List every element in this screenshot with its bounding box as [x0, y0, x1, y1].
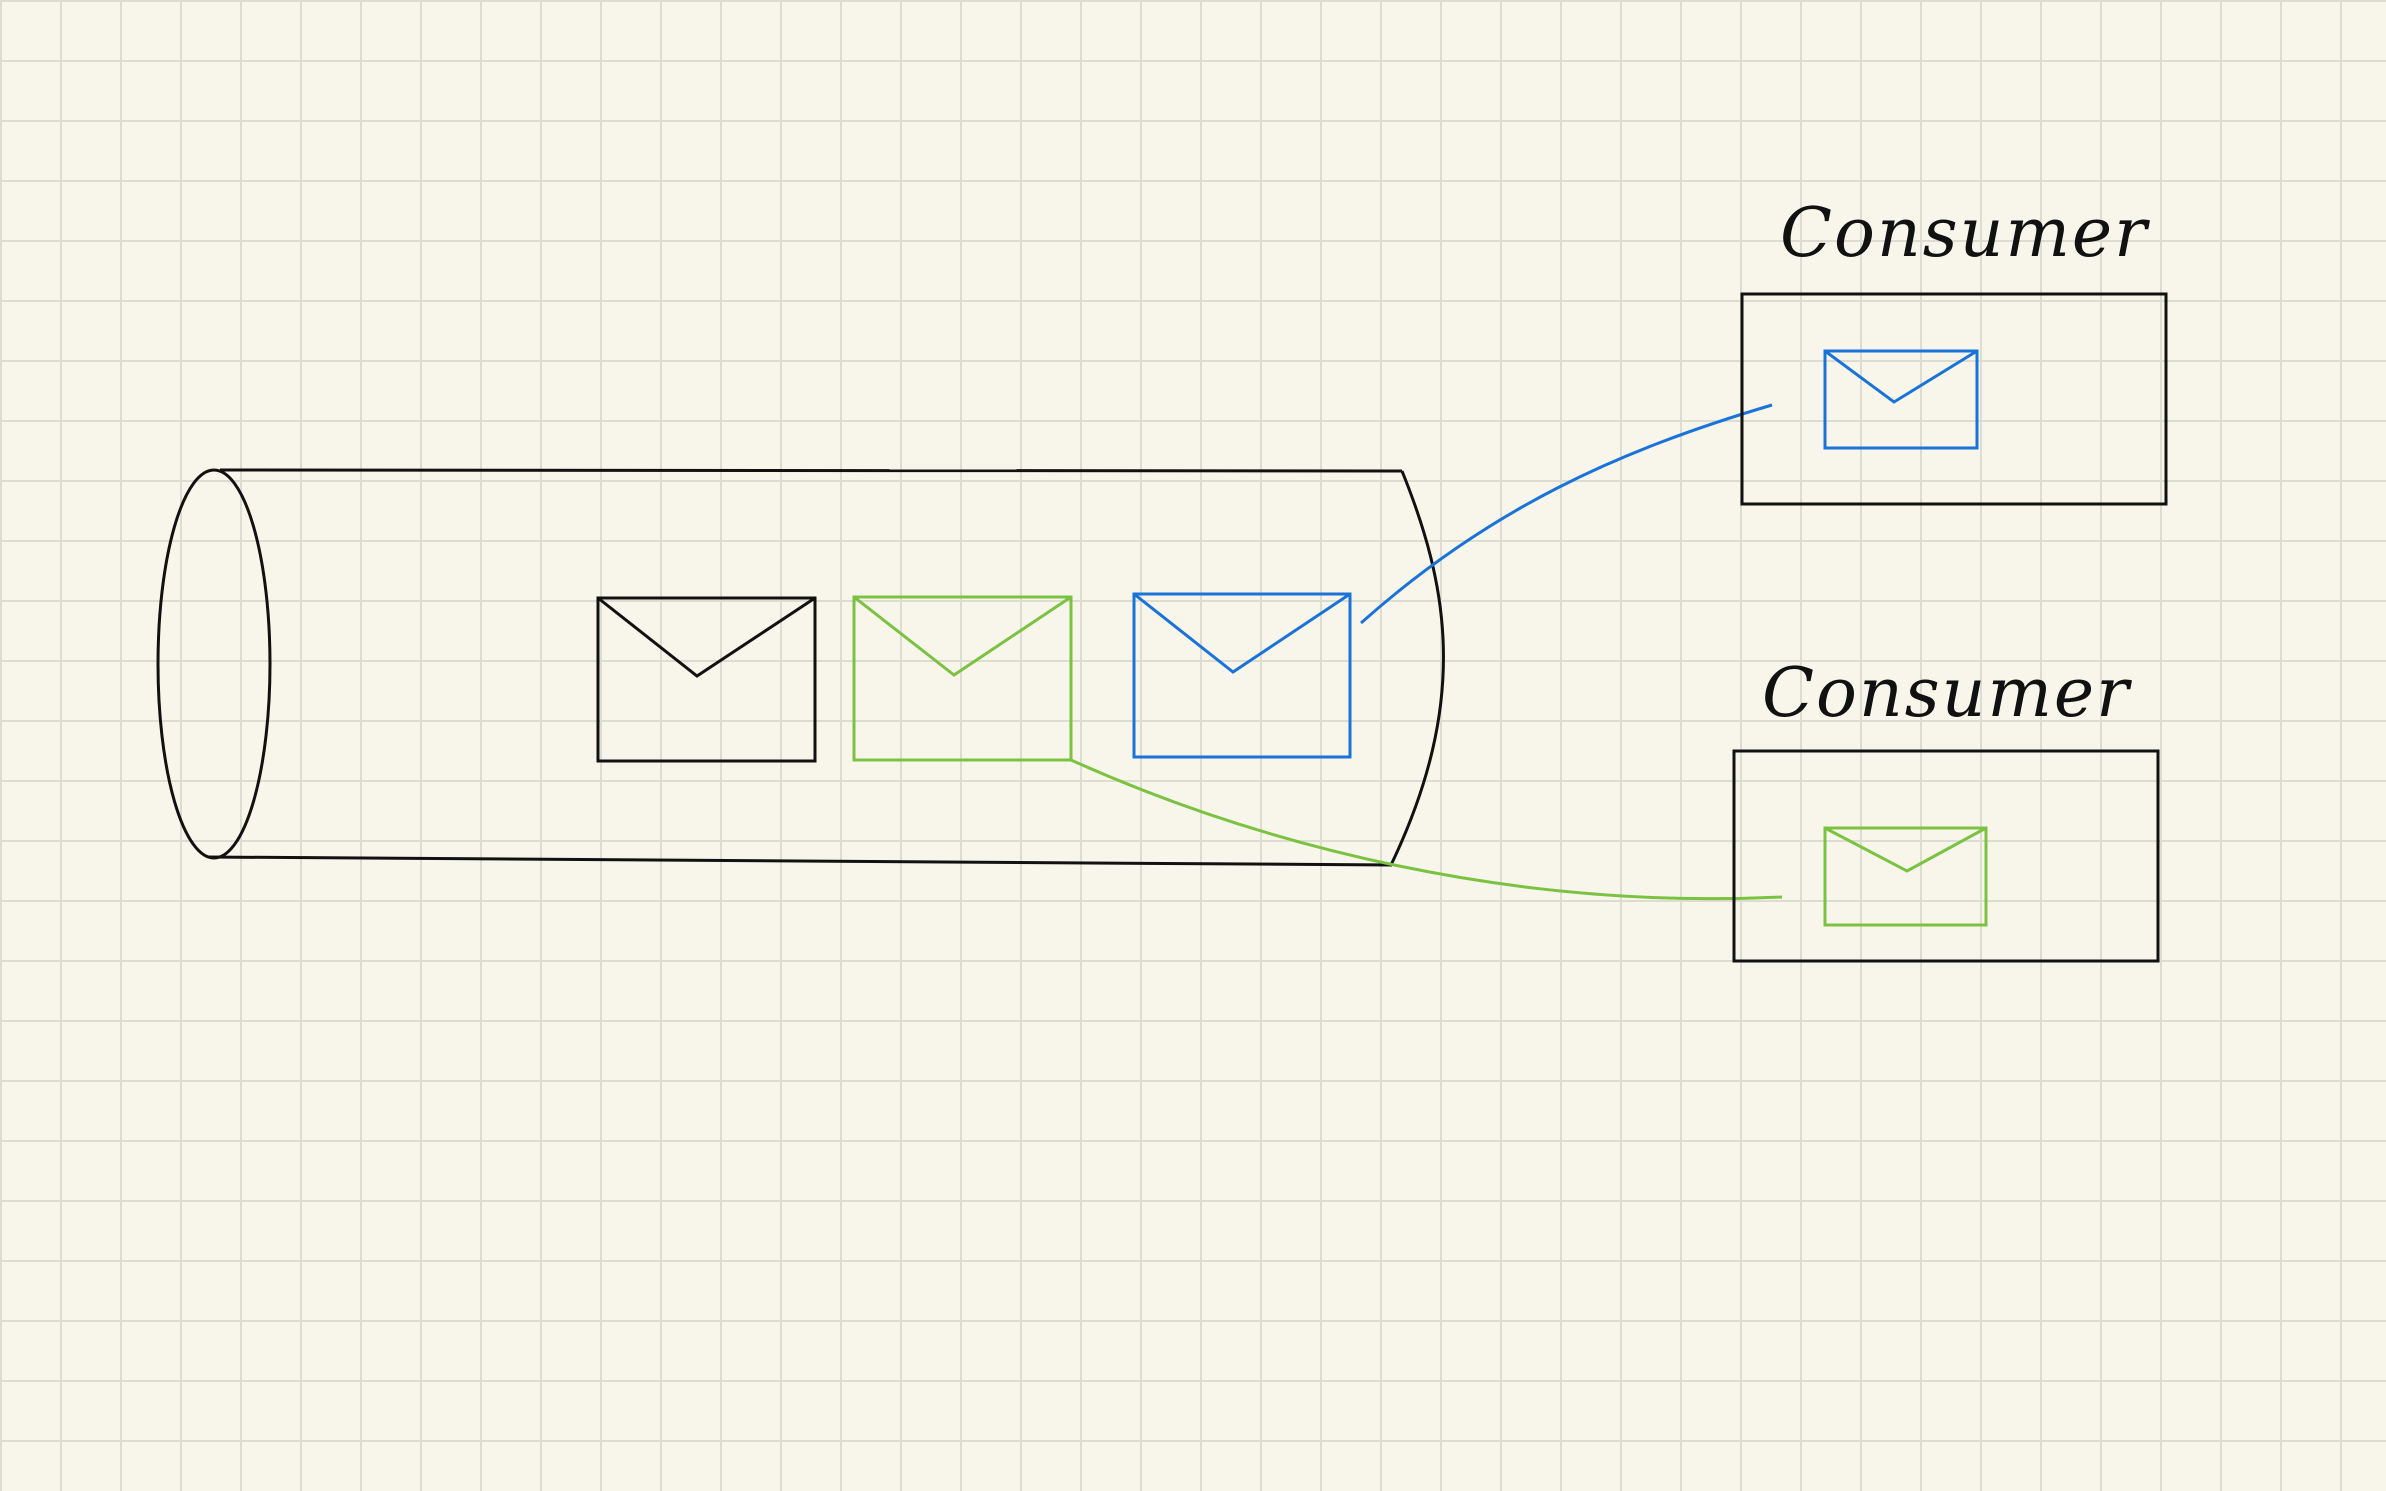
blue-delivery-arrow: [1360, 403, 1773, 625]
queue-right-end: [1389, 470, 1445, 866]
message-queue-cylinder: [156, 468, 1445, 867]
consumer-1-message-blue-icon: [1823, 349, 1979, 450]
consumer-box-2: [1732, 749, 2160, 963]
consumer-label-1: Consumer: [1780, 194, 2149, 273]
queue-message-black-icon: [596, 596, 817, 763]
queue-top-edge: [219, 468, 1403, 473]
queue-message-blue-icon: [1132, 592, 1352, 759]
queue-bottom-edge: [207, 855, 1393, 867]
green-delivery-arrow: [1070, 758, 1783, 901]
consumer-label-2: Consumer: [1762, 654, 2131, 733]
queue-left-cap: [156, 468, 272, 860]
consumer-box-1: [1740, 292, 2168, 506]
queue-message-green-icon: [852, 595, 1073, 762]
consumer-2-message-green-icon: [1823, 826, 1988, 927]
